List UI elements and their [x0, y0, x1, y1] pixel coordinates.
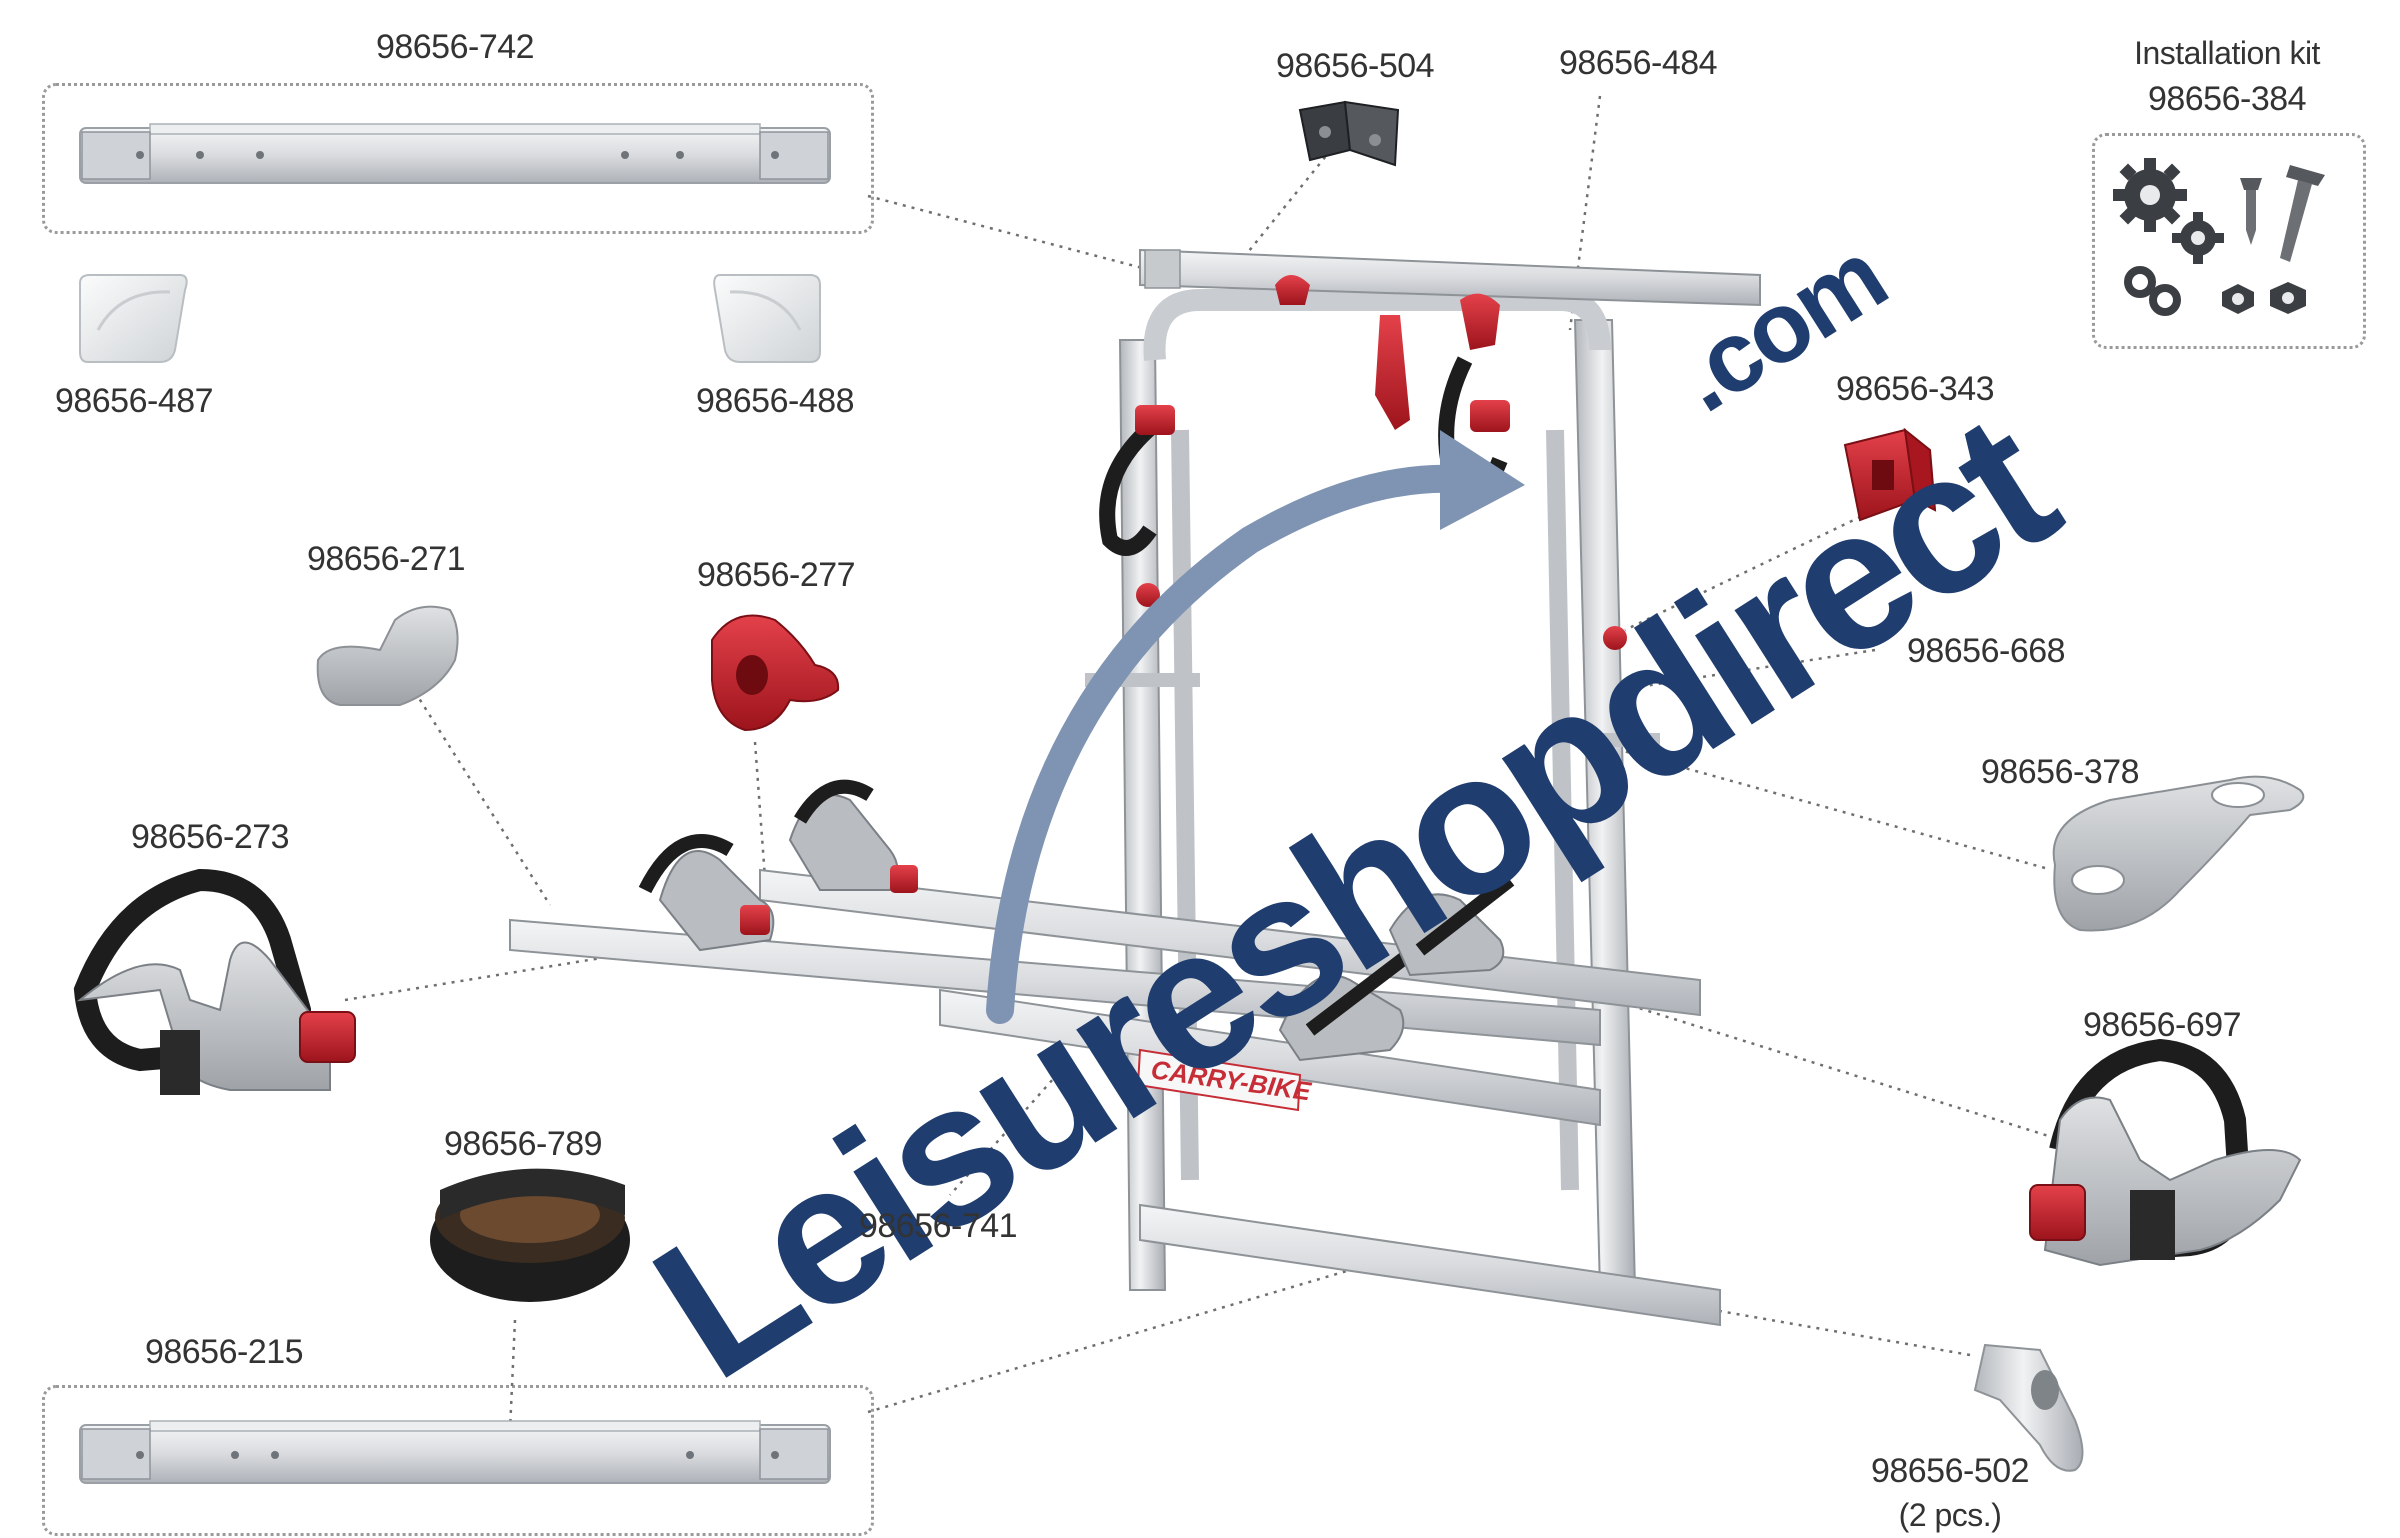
rail-215-box [42, 1385, 874, 1536]
leader-lines [344, 95, 2056, 1431]
label-98656-502: 98656-502 [1870, 1452, 2030, 1490]
label-98656-697: 98656-697 [2082, 1006, 2242, 1044]
label-98656-742: 98656-742 [375, 28, 535, 66]
leader-271 [413, 691, 552, 906]
label-installation-kit: Installation kit [2134, 35, 2320, 71]
bracket-378 [2052, 775, 2305, 932]
installation-kit-box [2092, 133, 2366, 349]
label-98656-741: 98656-741 [858, 1207, 1018, 1245]
label-98656-789: 98656-789 [443, 1125, 603, 1163]
label-98656-488: 98656-488 [695, 382, 855, 420]
label-98656-384: 98656-384 [2147, 80, 2307, 118]
rail-742 [79, 123, 831, 184]
label-98656-215: 98656-215 [144, 1333, 304, 1371]
label-98656-504: 98656-504 [1275, 47, 1435, 85]
label-98656-277: 98656-277 [696, 556, 856, 594]
red-block-343 [1843, 427, 1937, 522]
leader-215 [867, 1268, 1351, 1414]
leader-343 [1624, 503, 1886, 632]
nut-icon [2222, 282, 2306, 314]
grey-cap-271 [316, 605, 459, 706]
rail-742-box [42, 83, 874, 234]
wheel-holder-697 [2029, 1038, 2302, 1267]
label-98656-502-quantity: (2 pcs.) [1898, 1497, 2002, 1533]
bracket-504 [1298, 100, 1400, 167]
leader-277 [753, 741, 767, 879]
label-98656-487: 98656-487 [54, 382, 214, 420]
label-98656-668: 98656-668 [1906, 632, 2066, 670]
leader-741 [949, 1059, 1071, 1196]
leader-789 [508, 1319, 517, 1431]
leader-378 [1619, 748, 2046, 870]
rubber-strap-789 [430, 1168, 630, 1302]
carry-bike-decal [1136, 1048, 1302, 1112]
installation-kit-contents [2113, 158, 2325, 316]
watermark-arrow [986, 430, 1525, 1024]
leader-742 [867, 194, 1151, 272]
wheel-holder-273 [73, 868, 356, 1095]
label-98656-273: 98656-273 [130, 818, 290, 856]
leader-484 [1568, 95, 1602, 331]
end-cap-488 [713, 274, 821, 363]
frame-straps [1099, 275, 1627, 650]
label-98656-378: 98656-378 [1980, 753, 2140, 791]
rail-215 [79, 1420, 831, 1484]
leader-668 [1599, 648, 1876, 695]
end-cap-487 [79, 274, 188, 363]
leader-504 [1239, 107, 1366, 263]
label-98656-484: 98656-484 [1558, 44, 1718, 82]
wheel-rails [509, 779, 1701, 1127]
label-98656-271: 98656-271 [306, 540, 466, 578]
foot-502 [1973, 1343, 2084, 1472]
label-98656-343: 98656-343 [1835, 370, 1995, 408]
chain-icon [2124, 266, 2181, 316]
leader-273 [344, 948, 651, 1002]
red-knob-277 [711, 614, 840, 732]
screw-icon [2240, 165, 2325, 262]
gear-icon [2113, 158, 2224, 264]
